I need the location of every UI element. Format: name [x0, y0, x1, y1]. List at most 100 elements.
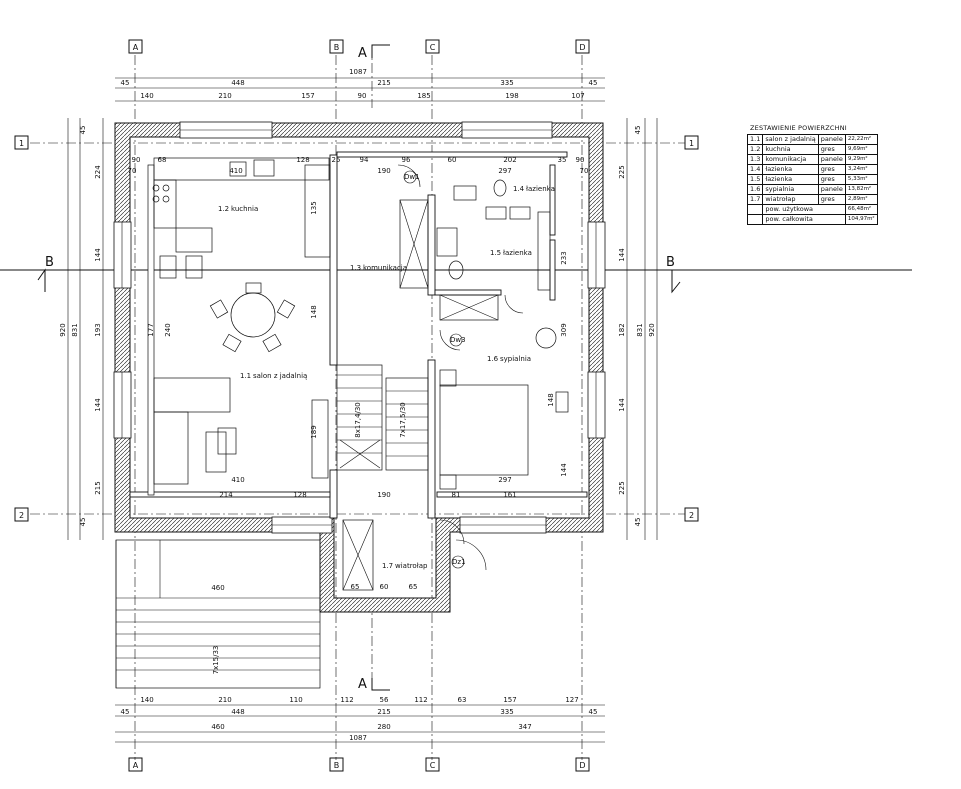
axis-label-a-bottom: A — [133, 761, 139, 770]
table-row: 1.2 kuchnia gres 9,69m² — [746, 144, 878, 155]
room-1-5-name: łazienka — [503, 249, 532, 257]
svg-text:831: 831 — [636, 323, 644, 336]
axis-bubbles: A B C D A B C D 1 1 2 2 — [14, 39, 699, 772]
section-b-left: B — [45, 255, 54, 270]
table-row: 1.6 sypialnia panele 13,82m² — [746, 184, 878, 195]
table-row: 1.1 salon z jadalnią panele 22,22m² — [746, 134, 878, 145]
terrace: 460 7x15/33 — [115, 539, 321, 689]
svg-text:233: 233 — [560, 251, 568, 264]
svg-text:127: 127 — [565, 696, 578, 704]
interior-dimensions: 68 90 410 128 25 94 190 96 60 202 297 35… — [128, 156, 589, 591]
svg-text:110: 110 — [289, 696, 302, 704]
area-summary-title: ZESTAWIENIE POWIERZCHNI — [750, 124, 847, 132]
svg-text:144: 144 — [560, 463, 568, 477]
bathroom-fixtures — [436, 179, 557, 349]
svg-text:25: 25 — [332, 156, 341, 164]
svg-text:90: 90 — [576, 156, 585, 164]
svg-text:45: 45 — [79, 518, 87, 527]
exterior-walls — [113, 121, 606, 613]
svg-text:189: 189 — [310, 425, 318, 438]
table-row: 1.7 wiatrołap gres 2,89m² — [746, 194, 878, 205]
room-1-7-name: wiatrołap — [395, 562, 428, 570]
svg-text:215: 215 — [377, 708, 390, 716]
svg-text:831: 831 — [71, 323, 79, 336]
svg-text:63: 63 — [458, 696, 467, 704]
dining-table — [209, 282, 296, 353]
svg-text:81: 81 — [452, 491, 461, 499]
svg-text:144: 144 — [618, 398, 626, 412]
svg-text:107: 107 — [571, 92, 584, 100]
svg-text:144: 144 — [94, 248, 102, 262]
svg-text:45: 45 — [79, 126, 87, 135]
svg-text:347: 347 — [518, 723, 531, 731]
room-1-2-name: kuchnia — [231, 205, 258, 213]
svg-text:1087: 1087 — [349, 734, 367, 742]
svg-text:297: 297 — [498, 167, 511, 175]
area-summary-grid: 1.1 salon z jadalnią panele 22,22m² 1.2 … — [746, 134, 878, 225]
svg-text:240: 240 — [164, 323, 172, 336]
svg-text:144: 144 — [618, 248, 626, 262]
total-all-row: pow. całkowita 104,97m² — [746, 214, 878, 225]
svg-text:202: 202 — [503, 156, 516, 164]
svg-text:215: 215 — [94, 481, 102, 494]
svg-text:920: 920 — [648, 323, 656, 336]
svg-text:148: 148 — [547, 393, 555, 406]
svg-text:112: 112 — [340, 696, 353, 704]
terrace-width: 460 — [211, 584, 224, 592]
svg-text:65: 65 — [351, 583, 360, 591]
table-row: 1.3 komunikacja panele 9,29m² — [746, 154, 878, 165]
door-dw1-tag: Dw1 — [404, 173, 420, 181]
svg-text:148: 148 — [310, 305, 318, 318]
axis-label-1-left: 1 — [19, 139, 24, 148]
svg-text:225: 225 — [618, 481, 626, 494]
svg-text:94: 94 — [360, 156, 369, 164]
dimension-chains-right: 45 225 144 182 144 225 45 831 920 — [618, 118, 658, 540]
svg-text:157: 157 — [301, 92, 314, 100]
room-1-7-id: 1.7 — [382, 562, 393, 570]
svg-text:297: 297 — [498, 476, 511, 484]
svg-text:45: 45 — [121, 79, 130, 87]
stairs: 8x17,4/30 7x17,5/30 — [336, 364, 429, 471]
svg-text:68: 68 — [158, 156, 167, 164]
room-1-2-id: 1.2 — [218, 205, 229, 213]
section-b-right: B — [666, 255, 675, 270]
table-row: 1.5 łazienka gres 5,33m² — [746, 174, 878, 185]
svg-text:335: 335 — [500, 79, 513, 87]
total-usable-row: pow. użytkowa 66,48m² — [746, 204, 878, 215]
svg-text:60: 60 — [448, 156, 457, 164]
axis-label-c-top: C — [430, 43, 436, 52]
room-labels: 1.2 kuchnia 1.3 komunikacja 1.4 łazienka… — [218, 185, 555, 570]
door-dw2-tag: Dw3 — [450, 336, 466, 344]
door-dz1-tag: Dz1 — [452, 558, 466, 566]
svg-text:210: 210 — [218, 92, 231, 100]
svg-text:185: 185 — [417, 92, 430, 100]
room-1-3-id: 1.3 — [350, 264, 361, 272]
stairs-label-right: 7x17,5/30 — [399, 402, 407, 437]
door-swings: Dw1 Dw3 Dz1 — [397, 164, 524, 571]
svg-text:1087: 1087 — [349, 68, 367, 76]
svg-text:280: 280 — [377, 723, 390, 731]
svg-text:144: 144 — [94, 398, 102, 412]
room-1-5-id: 1.5 — [490, 249, 501, 257]
svg-text:45: 45 — [589, 708, 598, 716]
svg-text:920: 920 — [59, 323, 67, 336]
svg-text:410: 410 — [229, 167, 242, 175]
axis-label-2-right: 2 — [689, 511, 694, 520]
room-1-6-id: 1.6 — [487, 355, 499, 363]
axis-label-b-bottom: B — [334, 761, 340, 770]
axis-label-2-left: 2 — [19, 511, 24, 520]
svg-text:190: 190 — [377, 167, 390, 175]
svg-text:177: 177 — [147, 323, 155, 336]
room-1-1-name: salon z jadalnią — [253, 372, 307, 380]
svg-text:70: 70 — [128, 167, 137, 175]
svg-text:60: 60 — [380, 583, 389, 591]
section-a-bottom: A — [358, 677, 367, 692]
svg-text:90: 90 — [358, 92, 367, 100]
svg-text:161: 161 — [503, 491, 516, 499]
svg-text:215: 215 — [377, 79, 390, 87]
svg-text:56: 56 — [380, 696, 389, 704]
kitchen-furniture — [152, 157, 331, 279]
svg-text:135: 135 — [310, 201, 318, 214]
dimension-chains-bottom: 140 210 110 112 56 112 63 157 127 45 448… — [115, 696, 605, 743]
svg-text:460: 460 — [211, 723, 224, 731]
